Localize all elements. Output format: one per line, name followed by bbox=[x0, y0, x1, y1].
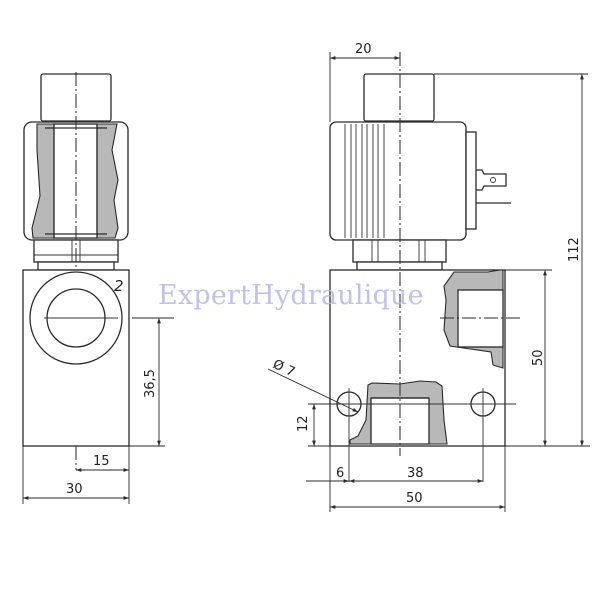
dim-112: 112 bbox=[567, 237, 582, 262]
coil-body-front bbox=[329, 121, 467, 241]
valve-body-side bbox=[22, 269, 130, 447]
right-view: Ø 7 12 6 38 50 50 112 20 bbox=[267, 42, 590, 512]
dim-hole-diameter: Ø 7 bbox=[270, 357, 297, 380]
connector-tab bbox=[476, 169, 507, 191]
dim-36-5: 36,5 bbox=[143, 369, 158, 398]
port-label: 2 bbox=[114, 277, 124, 295]
dim-12: 12 bbox=[296, 415, 311, 432]
dim-15: 15 bbox=[93, 454, 110, 469]
watermark: ExpertHydraulique bbox=[158, 280, 424, 311]
connector-plate bbox=[465, 131, 477, 230]
dim-38: 38 bbox=[407, 466, 424, 481]
dim-6: 6 bbox=[336, 466, 344, 481]
coil-cap-front bbox=[363, 73, 435, 122]
port-outer-circle bbox=[29, 271, 123, 365]
dim-20: 20 bbox=[355, 42, 372, 57]
dim-50-width: 50 bbox=[406, 491, 423, 506]
dim-50-height: 50 bbox=[531, 349, 546, 366]
dim-30: 30 bbox=[66, 482, 83, 497]
coil-ribs bbox=[344, 124, 385, 238]
left-view: 2 36,5 15 30 bbox=[22, 72, 174, 504]
